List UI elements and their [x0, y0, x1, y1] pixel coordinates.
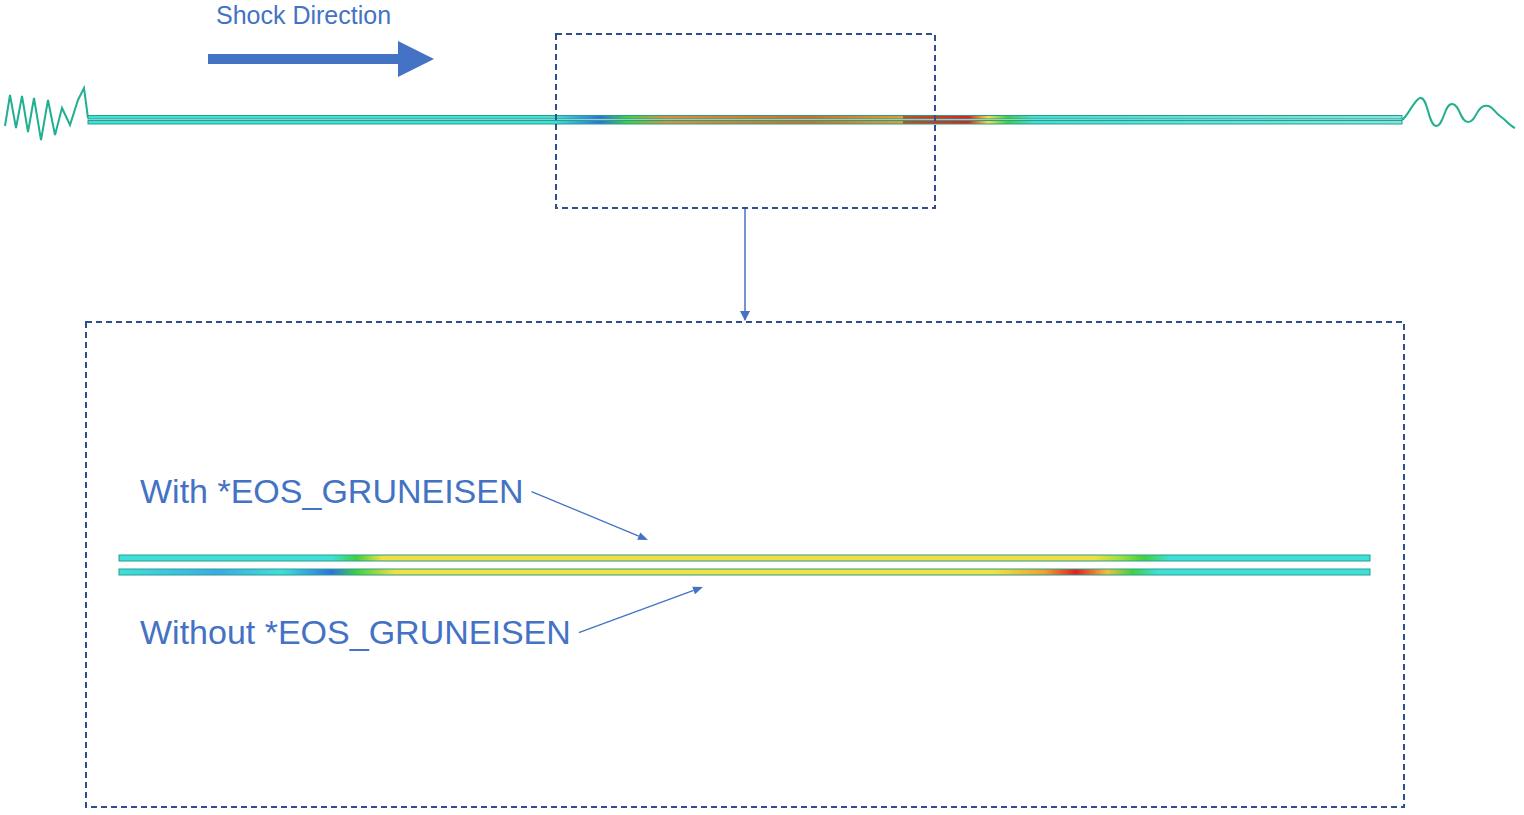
- case-label: With *EOS_GRUNEISEN: [140, 472, 524, 511]
- beam-with-eos: [119, 555, 1370, 561]
- beam-upper: [88, 116, 1402, 120]
- zoom-box: [556, 34, 935, 208]
- shock-arrow-shaft: [208, 54, 400, 64]
- leader-line: [579, 590, 694, 632]
- detail-box: [86, 322, 1404, 807]
- right-squiggle: [1402, 98, 1515, 128]
- beam-without-eos: [119, 569, 1370, 575]
- leader-line: [532, 492, 639, 537]
- leader-arrowhead: [692, 587, 703, 595]
- shock-arrow-head: [398, 41, 434, 77]
- left-squiggle: [5, 88, 88, 140]
- zoom-arrow: [744, 209, 746, 320]
- direction-label: Shock Direction: [216, 1, 391, 30]
- beam-lower: [88, 121, 1402, 125]
- leader-arrowhead: [637, 532, 648, 540]
- case-label: Without *EOS_GRUNEISEN: [140, 613, 571, 652]
